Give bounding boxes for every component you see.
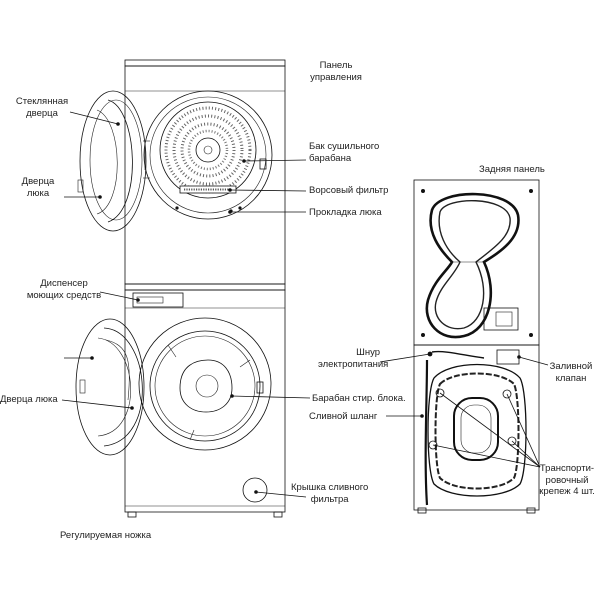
washer-door-glass <box>103 327 143 447</box>
label-control-panel: Панель управления <box>310 60 362 83</box>
top-cap <box>124 59 286 67</box>
washer-drum-rim <box>149 330 261 442</box>
label-inlet-valve: Заливной клапан <box>549 361 593 384</box>
foot-right <box>273 511 283 518</box>
drain-filter-cover-shape <box>242 477 268 503</box>
washer-drum <box>154 335 256 437</box>
rear-power-cord <box>431 350 485 359</box>
detergent-drawer <box>132 292 184 308</box>
foot-left <box>127 511 137 518</box>
transport-bolt-1 <box>435 388 445 398</box>
washer-drum-center <box>179 359 233 413</box>
drum-paddles <box>167 344 251 441</box>
label-adjustable-foot: Регулируемая ножка <box>60 530 152 541</box>
label-glass-door: Стеклянная дверца <box>15 96 69 119</box>
label-hatch-door-bottom: Дверца люка <box>0 394 58 405</box>
transport-bolt-2 <box>502 389 512 399</box>
label-rear-panel: Задняя панель <box>479 164 545 175</box>
label-hatch-door-top: Дверца люка <box>21 176 55 199</box>
dryer-drum <box>159 101 257 199</box>
stack-divider <box>124 283 286 291</box>
rear-view <box>413 179 540 514</box>
label-power-cord: Шнур электропитания <box>318 347 389 370</box>
label-dryer-drum: Бак сушильного барабана <box>309 141 380 164</box>
label-washer-drum: Барабан стир. блока. <box>312 393 406 404</box>
rear-tub-outer <box>427 363 527 497</box>
dryer-body <box>124 65 286 285</box>
washer-door-outer <box>75 318 145 456</box>
dryer-door-opening <box>143 90 273 220</box>
dryer-gasket <box>149 96 267 214</box>
label-transport-bolts: Транспорти- ровочный крепеж 4 шт. <box>539 463 595 497</box>
dryer-door-glass <box>107 99 133 223</box>
label-drain-filter-cover: Крышка сливного фильтра <box>291 482 369 505</box>
washer-door-latch <box>256 381 264 394</box>
front-view <box>75 59 286 518</box>
rear-drain-hose <box>424 359 429 506</box>
leader-lines <box>61 111 549 498</box>
dryer-drum-perforation <box>164 106 252 194</box>
transport-bolt-3 <box>428 440 438 450</box>
dryer-door-outer <box>79 90 147 232</box>
rear-duct-outer <box>425 192 520 339</box>
rear-inlet-valve <box>496 349 520 365</box>
transport-bolt-4 <box>507 436 517 446</box>
rear-duct-inner <box>434 200 511 330</box>
washer-door-opening <box>138 317 272 451</box>
rear-vent-box <box>483 307 519 331</box>
rear-tub-center <box>453 397 499 461</box>
washer-body <box>124 289 286 513</box>
label-lint-filter: Ворсовый фильтр <box>309 185 389 196</box>
label-hatch-gasket: Прокладка люка <box>309 207 382 218</box>
label-detergent-dispenser: Диспенсер моющих средств <box>26 278 102 301</box>
dryer-door-latch <box>259 158 267 170</box>
label-drain-hose: Сливной шланг <box>309 411 378 422</box>
rear-washer-body <box>413 344 540 511</box>
